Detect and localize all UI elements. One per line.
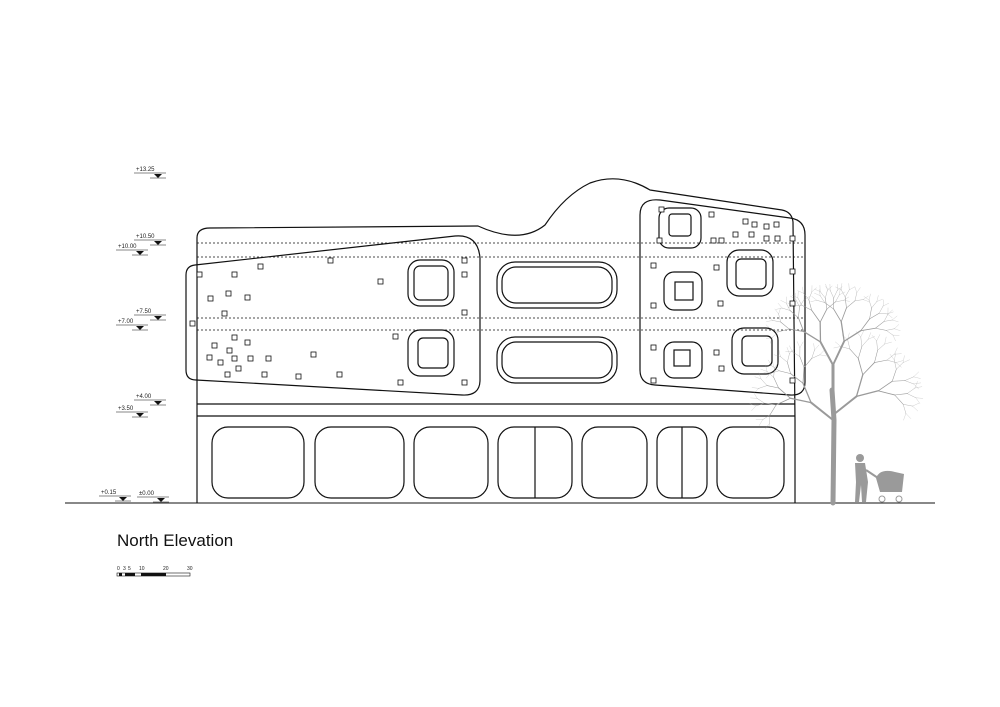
perforation (773, 221, 780, 228)
level-label: ±0.00 (139, 491, 155, 497)
perforation (718, 365, 725, 372)
drawing-title: North Elevation (117, 531, 234, 550)
perforation (650, 377, 657, 384)
scale-label: 0 (117, 566, 120, 572)
perforation (392, 333, 399, 340)
perforation (461, 379, 468, 386)
middle-window-upper (496, 261, 618, 309)
perforation (244, 294, 251, 301)
perforation (789, 377, 796, 384)
scale-label: 20 (163, 566, 169, 572)
scale-label: 10 (139, 566, 145, 572)
perforation (261, 371, 268, 378)
level-marker: +13.25 (134, 167, 166, 179)
perforation (217, 359, 224, 366)
perforation (196, 271, 203, 278)
perforation (742, 218, 749, 225)
level-label: +4.00 (136, 394, 152, 400)
perforation (231, 355, 238, 362)
ground-window (211, 426, 305, 499)
perforation (226, 347, 233, 354)
perforation (789, 300, 796, 307)
level-label: +3.50 (118, 406, 134, 412)
perforation (244, 339, 251, 346)
perforation (763, 223, 770, 230)
perforation (774, 235, 781, 242)
level-label: +13.25 (136, 167, 155, 173)
level-marker: ±0.00 (137, 491, 169, 503)
perforation (461, 309, 468, 316)
scale-label: 3 (123, 566, 126, 572)
perforation (658, 206, 665, 213)
perforation (231, 271, 238, 278)
perforation (650, 302, 657, 309)
perforation (257, 263, 264, 270)
level-markers: +13.25 +10.50 +7.50 +4.00 ±0.00 +10.00 +7.00 +3… (99, 167, 169, 503)
perforation (235, 365, 242, 372)
perforation (732, 231, 739, 238)
level-marker: +3.50 (116, 406, 148, 418)
scale-label: 30 (187, 566, 193, 572)
middle-window-lower (496, 336, 618, 384)
level-label: +10.50 (136, 234, 155, 240)
level-marker: +10.00 (116, 244, 148, 256)
perforation (710, 237, 717, 244)
level-marker: +4.00 (134, 394, 166, 406)
perforation (231, 334, 238, 341)
perforation (397, 379, 404, 386)
perforation (713, 264, 720, 271)
perforation (650, 262, 657, 269)
perforation (708, 211, 715, 218)
building (185, 178, 806, 503)
perforation (225, 290, 232, 297)
tree-silhouette (749, 283, 923, 506)
perforation (650, 344, 657, 351)
level-marker: +0.15 (99, 490, 131, 502)
perforation (336, 371, 343, 378)
roof-outline (196, 178, 796, 503)
level-label: +7.00 (118, 319, 134, 325)
level-marker: +10.50 (134, 234, 166, 246)
perforation (751, 221, 758, 228)
perforation (247, 355, 254, 362)
level-marker: +7.00 (116, 319, 148, 331)
perforation (221, 310, 228, 317)
perforation (763, 235, 770, 242)
level-marker: +7.50 (134, 309, 166, 321)
perforation (377, 278, 384, 285)
person-with-stroller (855, 454, 904, 503)
perforation (189, 320, 196, 327)
perforation (656, 237, 663, 244)
perforation (789, 235, 796, 242)
level-label: +7.50 (136, 309, 152, 315)
level-label: +10.00 (118, 244, 137, 250)
left-facade-panel (185, 235, 481, 396)
perforation (207, 295, 214, 302)
ground-window (716, 426, 785, 499)
perforation (718, 237, 725, 244)
perforation (310, 351, 317, 358)
perforation (713, 349, 720, 356)
perforation (461, 271, 468, 278)
perforation (211, 342, 218, 349)
ground-window (581, 426, 648, 499)
perforation (461, 257, 468, 264)
perforation (748, 231, 755, 238)
facade-perforations (189, 206, 796, 386)
perforation (206, 354, 213, 361)
right-facade-panel (639, 199, 806, 396)
perforation (295, 373, 302, 380)
scale-label: 5 (128, 566, 131, 572)
ground-window (413, 426, 489, 499)
perforation (224, 371, 231, 378)
level-label: +0.15 (101, 490, 117, 496)
perforation (265, 355, 272, 362)
perforation (789, 268, 796, 275)
ground-window (314, 426, 405, 499)
perforation (717, 300, 724, 307)
perforation (327, 257, 334, 264)
